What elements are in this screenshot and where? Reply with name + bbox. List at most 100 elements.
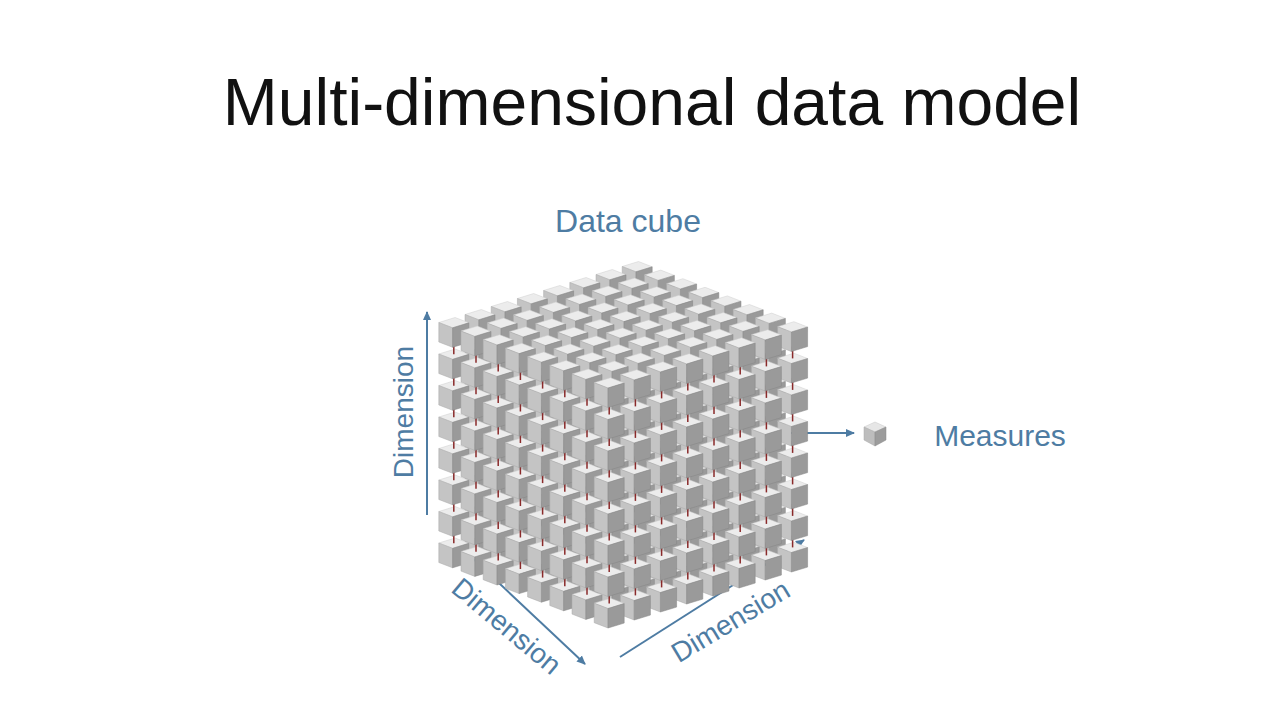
cube-face — [739, 343, 755, 368]
cube-face — [765, 398, 781, 423]
cube-face — [739, 564, 755, 589]
cube-face — [528, 546, 542, 571]
cube-face — [505, 443, 519, 468]
cube-face — [594, 540, 608, 565]
dimension-label: Dimension — [389, 346, 420, 478]
cube-face — [461, 489, 475, 514]
cube-grid — [439, 262, 808, 629]
cube-face — [608, 541, 624, 566]
cube-face — [505, 380, 519, 405]
cube-face — [608, 572, 624, 597]
cube-face — [713, 477, 729, 502]
cube-face — [461, 457, 475, 482]
cube-face — [505, 569, 519, 594]
cube-face — [528, 577, 542, 602]
cube-face — [505, 348, 519, 373]
cube-face — [528, 357, 542, 382]
cube-face — [483, 371, 497, 396]
cube-face — [739, 375, 755, 400]
cube-face — [791, 485, 807, 510]
cube-face — [634, 375, 650, 400]
cube-face — [791, 548, 807, 573]
cube-face — [608, 415, 624, 440]
cube-face — [528, 483, 542, 508]
cube-face — [791, 390, 807, 415]
cube-face — [739, 532, 755, 557]
cube-face — [550, 460, 564, 485]
cube-face — [483, 340, 497, 365]
cube-face — [791, 327, 807, 352]
cube-face — [483, 466, 497, 491]
cube-face — [687, 391, 703, 416]
cube-face — [713, 540, 729, 565]
cube-face — [713, 572, 729, 597]
cube-face — [550, 492, 564, 517]
cube-face — [608, 509, 624, 534]
cube-face — [550, 366, 564, 391]
cube-face — [634, 438, 650, 463]
cube-face — [439, 354, 453, 379]
cube-face — [439, 323, 453, 348]
cube-face — [505, 474, 519, 499]
cube-face — [660, 588, 676, 613]
cube-face — [461, 520, 475, 545]
cube-face — [483, 560, 497, 585]
cube-face — [687, 580, 703, 605]
cube-face — [660, 556, 676, 581]
cube-face — [439, 480, 453, 505]
cube-face — [713, 351, 729, 376]
cube-face — [550, 586, 564, 611]
cube-face — [528, 451, 542, 476]
cube-face — [439, 512, 453, 537]
cube-face — [594, 572, 608, 597]
cube-face — [765, 461, 781, 486]
cube-face — [713, 509, 729, 534]
cube-face — [572, 500, 586, 525]
cube-face — [791, 359, 807, 384]
cube-face — [634, 501, 650, 526]
cube-face — [765, 430, 781, 455]
cube-face — [572, 437, 586, 462]
cube-face — [505, 537, 519, 562]
cube-face — [660, 462, 676, 487]
cube-face — [608, 383, 624, 408]
cube-face — [660, 525, 676, 550]
cube-face — [572, 374, 586, 399]
cube-face — [439, 386, 453, 411]
cube-face — [550, 429, 564, 454]
cube-face — [594, 414, 608, 439]
cube-face — [594, 603, 608, 628]
slide-title: Multi-dimensional data model — [223, 66, 1081, 139]
cube-face — [528, 420, 542, 445]
cube-face — [765, 493, 781, 518]
cube-face — [572, 563, 586, 588]
cube-face — [608, 478, 624, 503]
cube-label: Data cube — [555, 204, 701, 239]
cube-face — [713, 383, 729, 408]
cube-face — [713, 414, 729, 439]
cube-face — [791, 453, 807, 478]
cube-face — [528, 514, 542, 539]
cube-face — [483, 529, 497, 554]
cube-face — [461, 552, 475, 577]
cube-face — [634, 470, 650, 495]
cube-face — [687, 454, 703, 479]
cube-face — [791, 516, 807, 541]
cube-face — [608, 604, 624, 629]
cube-face — [687, 422, 703, 447]
cube-face — [572, 406, 586, 431]
cube-face — [660, 367, 676, 392]
cube-face — [594, 446, 608, 471]
cube-face — [461, 331, 475, 356]
cube-face — [483, 403, 497, 428]
cube-face — [505, 411, 519, 436]
cube-face — [739, 438, 755, 463]
measure-label: Measures — [934, 419, 1066, 452]
cube-face — [461, 426, 475, 451]
cube-face — [439, 417, 453, 442]
cube-face — [634, 564, 650, 589]
cube-face — [505, 506, 519, 531]
cube-face — [594, 509, 608, 534]
cube-face — [660, 430, 676, 455]
cube-face — [550, 397, 564, 422]
